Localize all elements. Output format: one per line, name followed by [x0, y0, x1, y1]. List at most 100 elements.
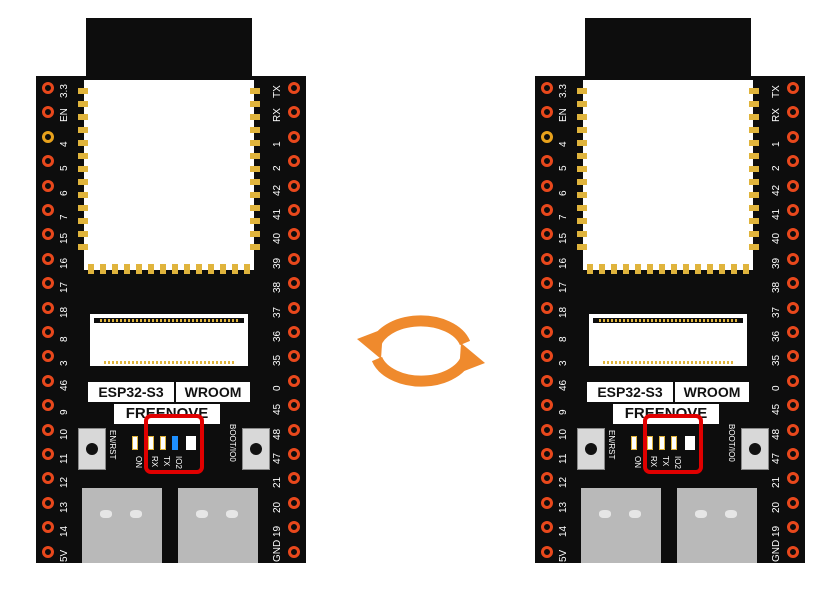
header-pin-left [42, 82, 54, 94]
module-pad [749, 244, 759, 250]
header-pin-left [541, 374, 553, 387]
status-led [160, 436, 166, 450]
boot-button[interactable] [741, 428, 769, 470]
pin-label-right: 47 [272, 452, 283, 464]
header-pin-right [288, 106, 300, 119]
header-pin-right [288, 472, 300, 485]
header-pin-right [787, 423, 799, 436]
header-pin-left [42, 448, 54, 460]
pin-label-left: 5 [59, 165, 70, 172]
header-pin-right [787, 179, 799, 192]
pin-label-left: 15 [59, 233, 70, 245]
module-pad [250, 231, 260, 237]
module-pad [250, 88, 260, 94]
pin-label-left: EN [558, 108, 569, 123]
pin-label-right: 42 [771, 184, 782, 196]
pin-label-right: 42 [272, 184, 283, 196]
header-pin-right [288, 204, 300, 216]
module-pad [78, 192, 88, 198]
module-pad [250, 114, 260, 120]
module-pad [577, 192, 587, 198]
header-pin-right [288, 326, 300, 338]
status-led [659, 436, 665, 450]
module-pad [577, 153, 587, 159]
module-pad [719, 264, 725, 274]
boot-button[interactable] [242, 428, 270, 470]
module-pad [749, 205, 759, 211]
chip-name-label: ESP32-S3 [587, 382, 673, 402]
pin-label-right: 39 [771, 257, 782, 269]
header-pin-left [42, 204, 54, 216]
pin-label-left: 11 [558, 453, 569, 464]
module-pad [707, 264, 713, 274]
header-pin-left [541, 82, 553, 94]
module-pad [244, 264, 250, 274]
pin-label-left: 16 [558, 257, 569, 269]
header-pin-left [42, 399, 54, 412]
reset-button-label: EN/RST [607, 430, 616, 460]
header-pin-right [288, 277, 300, 290]
pin-label-right: 37 [272, 306, 283, 318]
header-pin-right [787, 155, 799, 168]
header-pin-right [787, 521, 799, 534]
module-pad [695, 264, 701, 274]
header-pin-right [787, 301, 799, 314]
pin-label-left: 13 [558, 501, 569, 513]
module-pad [136, 264, 142, 274]
module-pad [749, 153, 759, 159]
reset-button[interactable] [78, 428, 106, 470]
module-pad [250, 166, 260, 172]
header-pin-right [288, 82, 300, 94]
module-pad [577, 127, 587, 133]
pin-label-left: 17 [59, 282, 70, 294]
module-pad [743, 264, 749, 274]
status-led [148, 436, 154, 450]
header-pin-left [541, 106, 553, 119]
module-pad [749, 101, 759, 107]
pin-label-left: 3.3 [558, 84, 569, 98]
pin-label-right: 38 [771, 282, 782, 294]
header-pin-right [288, 448, 300, 460]
module-pad [749, 192, 759, 198]
boot-button-label: BOOT/IO0 [228, 424, 237, 462]
pin-label-left: 4 [59, 141, 70, 147]
module-pad [749, 218, 759, 224]
reset-button[interactable] [577, 428, 605, 470]
pin-label-left: 3 [59, 360, 70, 367]
module-pad [160, 264, 166, 274]
module-pad [749, 88, 759, 94]
header-pin-right [787, 374, 799, 387]
header-pin-right [787, 545, 799, 558]
module-pad [250, 153, 260, 159]
module-pad [683, 264, 689, 274]
header-pin-right [787, 448, 799, 460]
module-pad [78, 101, 88, 107]
refresh-cycle-icon [357, 315, 485, 387]
pin-label-right: 45 [771, 404, 782, 416]
module-pad [250, 218, 260, 224]
pin-label-right: 45 [272, 404, 283, 416]
module-pad [250, 127, 260, 133]
module-pad [78, 153, 88, 159]
header-pin-right [288, 130, 300, 143]
header-pin-left [42, 521, 54, 534]
module-pad [250, 179, 260, 185]
pin-label-right: 48 [272, 428, 283, 440]
header-pin-left [42, 106, 54, 119]
pin-label-left: 46 [558, 379, 569, 391]
pin-label-left: 14 [59, 526, 70, 538]
pin-label-right: RX [272, 108, 283, 123]
header-pin-right [787, 204, 799, 216]
module-pad [731, 264, 737, 274]
header-pin-left [42, 301, 54, 314]
pin-label-right: 21 [771, 477, 782, 489]
pin-label-right: TX [272, 85, 283, 98]
pin-label-left: 18 [558, 306, 569, 318]
pin-label-right: TX [771, 85, 782, 98]
boot-button-label: BOOT/IO0 [727, 424, 736, 462]
module-pad [577, 218, 587, 224]
pin-label-right: 37 [771, 306, 782, 318]
pin-label-right: 48 [771, 428, 782, 440]
header-pin-right [787, 228, 799, 241]
